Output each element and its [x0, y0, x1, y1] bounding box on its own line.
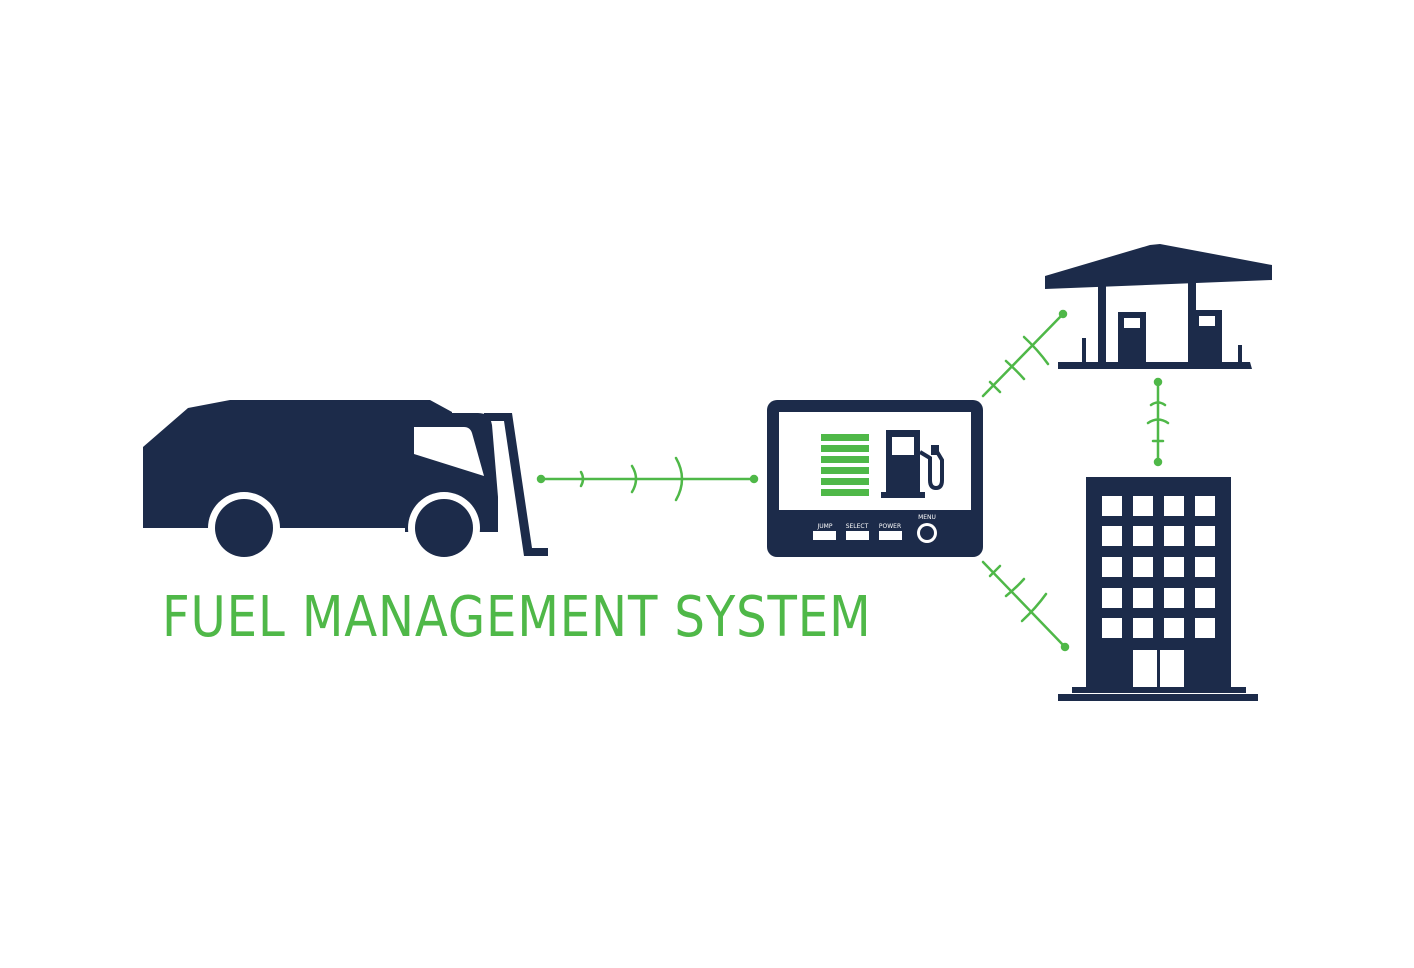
fuel-truck-icon: [143, 400, 548, 564]
svg-text:MENU: MENU: [918, 514, 936, 521]
truck-terminal-signal-icon: [536, 456, 759, 502]
svg-text:POWER: POWER: [879, 523, 901, 530]
terminal-office-signal-icon: [981, 560, 1070, 652]
terminal-button-select[interactable]: SELECT: [846, 523, 869, 540]
fuel-terminal-icon: JUMP SELECT POWER MENU: [767, 400, 983, 557]
station-office-signal-icon: [1146, 377, 1170, 467]
diagram-title: FUEL MANAGEMENT SYSTEM: [162, 585, 872, 650]
terminal-button-power[interactable]: POWER: [879, 523, 902, 540]
svg-text:JUMP: JUMP: [817, 523, 833, 530]
terminal-button-jump[interactable]: JUMP: [813, 523, 836, 540]
fuel-level-bars: [821, 434, 869, 496]
office-building-icon: [1058, 477, 1258, 701]
svg-text:SELECT: SELECT: [846, 523, 869, 530]
terminal-menu-knob[interactable]: MENU: [917, 514, 937, 543]
fuel-pump-icon: [881, 430, 944, 498]
gas-station-icon: [1045, 244, 1272, 369]
building-windows: [1102, 496, 1215, 638]
terminal-station-signal-icon: [981, 309, 1068, 398]
